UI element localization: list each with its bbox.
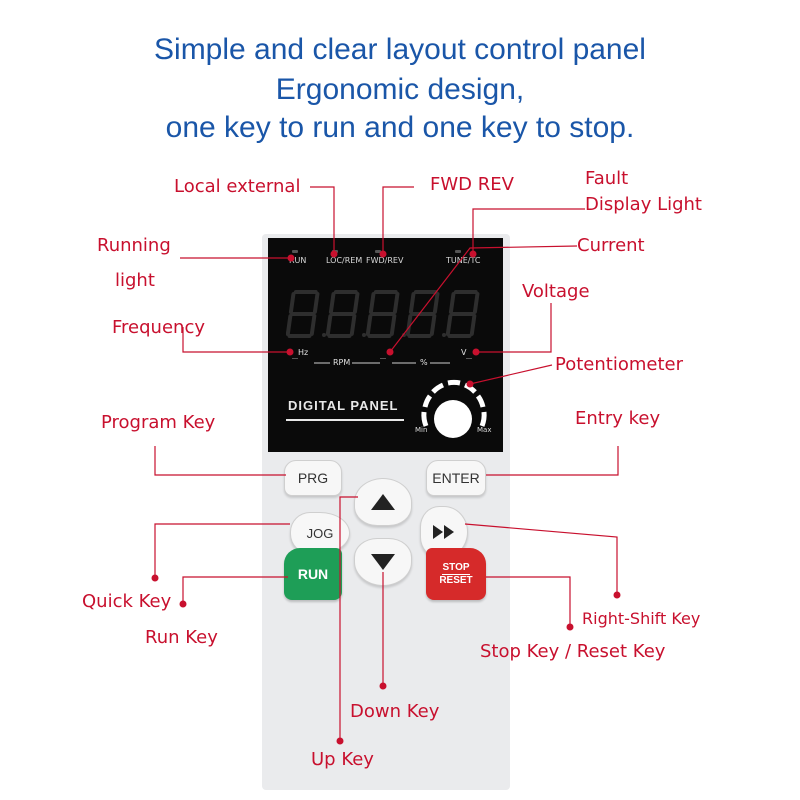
callout-program-key: Program Key — [101, 412, 216, 433]
run-key[interactable]: RUN — [284, 548, 342, 600]
digital-panel-label: DIGITAL PANEL — [288, 398, 399, 413]
callout-light: light — [115, 270, 155, 291]
jog-key-label: JOG — [306, 525, 334, 541]
callout-down-key: Down Key — [350, 701, 440, 722]
callout-display-light: Display Light — [585, 194, 702, 215]
callout-fault: Fault — [585, 168, 629, 189]
fwd-rev-led — [375, 250, 381, 253]
unit-percent: % — [420, 358, 428, 367]
callout-voltage: Voltage — [522, 281, 590, 302]
prg-key[interactable]: PRG — [284, 460, 342, 496]
enter-key-label: ENTER — [432, 470, 480, 486]
run-led — [292, 250, 298, 253]
callout-run-key: Run Key — [145, 627, 218, 648]
callout-quick-key: Quick Key — [82, 591, 172, 612]
unit-rpm: RPM — [333, 358, 351, 367]
unit-hz: Hz — [298, 348, 309, 357]
potentiometer-knob[interactable] — [434, 400, 472, 438]
callout-current: Current — [577, 235, 645, 256]
indicator-run: RUN — [289, 256, 307, 265]
indicator-tune-tc: TUNE/TC — [446, 256, 481, 265]
prg-key-label: PRG — [297, 470, 329, 486]
stop-key-label: STOP — [442, 561, 470, 575]
callout-frequency: Frequency — [112, 317, 205, 338]
callout-running: Running — [97, 235, 171, 256]
enter-key[interactable]: ENTER — [426, 460, 486, 496]
unit-lines — [292, 358, 472, 364]
tune-tc-led — [455, 250, 461, 253]
potentiometer-scale — [421, 379, 487, 427]
callout-local-external: Local external — [174, 176, 301, 197]
unit-v: V — [461, 348, 467, 357]
pot-min-label: Min — [415, 426, 428, 434]
callout-stop-reset-key: Stop Key / Reset Key — [480, 641, 666, 662]
heading-line-3: one key to run and one key to stop. — [165, 111, 635, 144]
heading-line-2: Ergonomic design, — [275, 73, 525, 106]
callout-up-key: Up Key — [311, 749, 374, 770]
stop-reset-key[interactable]: STOP RESET — [426, 548, 486, 600]
callout-potentiometer: Potentiometer — [555, 354, 683, 375]
callout-entry-key: Entry key — [575, 408, 661, 429]
run-key-label: RUN — [297, 566, 329, 582]
down-arrow-icon — [371, 554, 395, 570]
indicator-fwd-rev: FWD/REV — [366, 256, 404, 265]
pot-max-label: Max — [477, 426, 492, 434]
callout-fwd-rev: FWD REV — [430, 174, 514, 195]
callout-right-shift-key: Right-Shift Key — [582, 609, 701, 628]
heading-line-1: Simple and clear layout control panel — [154, 33, 646, 66]
digital-panel-underline — [286, 419, 404, 421]
double-right-arrow-icon — [433, 525, 454, 539]
seven-segment-digits — [286, 290, 480, 338]
up-arrow-icon — [371, 494, 395, 510]
indicator-loc-rem: LOC/REM — [326, 256, 363, 265]
up-key[interactable] — [354, 478, 412, 526]
reset-key-label: RESET — [439, 574, 473, 586]
